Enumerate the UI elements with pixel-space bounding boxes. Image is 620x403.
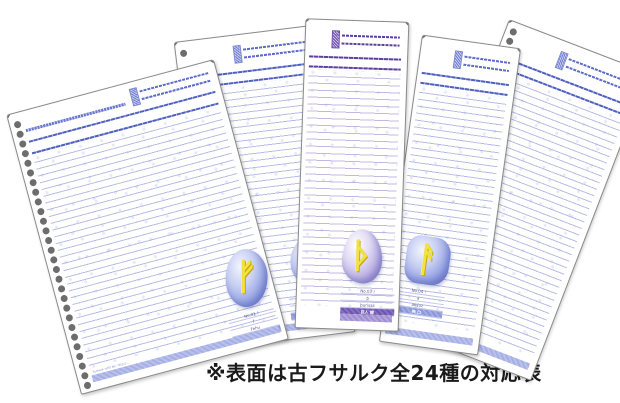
rune-char: ᚨ — [424, 289, 428, 295]
dashed-rule — [140, 79, 211, 101]
rune-char: ᚦ — [373, 288, 376, 294]
logo-icon — [330, 30, 340, 49]
header-logo-mark — [452, 50, 511, 80]
hole-icon — [39, 216, 48, 226]
hole-icon — [49, 255, 59, 265]
corner-marker — [515, 47, 522, 54]
hole-icon — [28, 178, 38, 187]
footer-bar — [339, 313, 393, 323]
dashed-rule — [341, 42, 400, 47]
hole-icon — [59, 294, 69, 303]
hole-icon — [70, 332, 79, 342]
hole-icon — [72, 342, 82, 352]
hole-icon — [57, 284, 66, 294]
hole-icon — [54, 274, 64, 284]
header-rule — [309, 55, 402, 61]
hole-icon — [13, 120, 22, 129]
header-logo-mark — [330, 30, 400, 54]
corner-marker — [208, 59, 216, 66]
hole-icon — [505, 36, 515, 46]
hole-icon — [65, 313, 74, 323]
corner-marker — [421, 34, 428, 41]
corner-marker — [305, 18, 311, 24]
hole-icon — [18, 139, 28, 149]
rune-glyph-ansuz: ᚨ — [414, 239, 441, 282]
hole-icon — [52, 265, 61, 274]
logo-icon — [232, 44, 243, 64]
hole-icon — [508, 27, 518, 37]
hole-icon — [67, 323, 77, 332]
dashed-rule — [341, 34, 400, 39]
dashed-rule — [464, 55, 511, 65]
rune-glyph-fehu: ᚠ — [235, 257, 258, 299]
hole-icon — [179, 49, 188, 58]
caption-text: ※表面は古フサルク全24種の対応表 — [206, 361, 542, 385]
hole-icon — [15, 130, 25, 139]
hole-icon — [83, 381, 92, 390]
dashed-rule — [463, 63, 509, 72]
corner-marker — [404, 21, 410, 27]
hole-icon — [41, 226, 51, 236]
hole-icon — [44, 236, 53, 245]
rune-number: No.03 — [360, 288, 373, 294]
rune-char: ᚠ — [256, 310, 260, 316]
dashed-rule — [244, 48, 312, 59]
hole-icon — [36, 207, 46, 216]
hole-icon — [46, 245, 56, 255]
hole-icon — [21, 149, 30, 158]
hole-icon — [23, 158, 33, 168]
hole-icon — [77, 361, 87, 371]
hole-icon — [26, 168, 35, 178]
rune-glyph-thurisaz: ᚦ — [351, 236, 374, 277]
hole-icon — [62, 303, 72, 313]
hole-icon — [33, 197, 43, 207]
header-logo-mark — [553, 50, 620, 100]
rune-info-label: No.03 ᚦ þ þurisaz 巨人 棘 — [340, 286, 396, 317]
rune-stone: ᚠ — [225, 249, 268, 308]
hole-icon — [31, 187, 40, 197]
hole-icon — [75, 352, 84, 361]
logo-icon — [452, 50, 464, 70]
hole-icon — [80, 371, 90, 381]
refill-sheet-3: ᚦ No.03 ᚦ þ þurisaz 巨人 棘 — [294, 18, 410, 332]
